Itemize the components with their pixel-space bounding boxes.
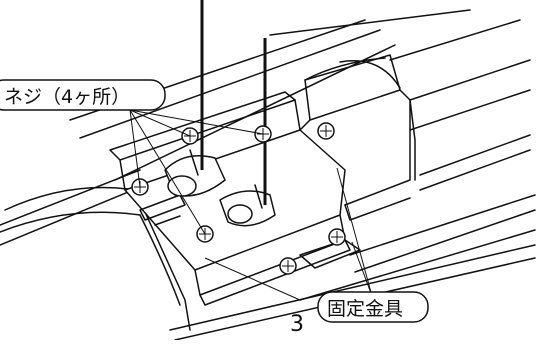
screw-7	[279, 257, 297, 275]
screw-label-text: ネジ（4ヶ所）	[4, 86, 130, 108]
poles	[200, 0, 267, 205]
screw-label: ネジ（4ヶ所）	[0, 79, 166, 111]
screw-6	[328, 228, 346, 246]
bracket-label: 固定金具	[317, 291, 429, 323]
part-number: 3	[290, 312, 304, 337]
screw-5	[317, 122, 335, 140]
bracket-label-text: 固定金具	[327, 298, 403, 320]
clamp-pieces	[164, 149, 276, 227]
leader-lines	[129, 109, 373, 301]
